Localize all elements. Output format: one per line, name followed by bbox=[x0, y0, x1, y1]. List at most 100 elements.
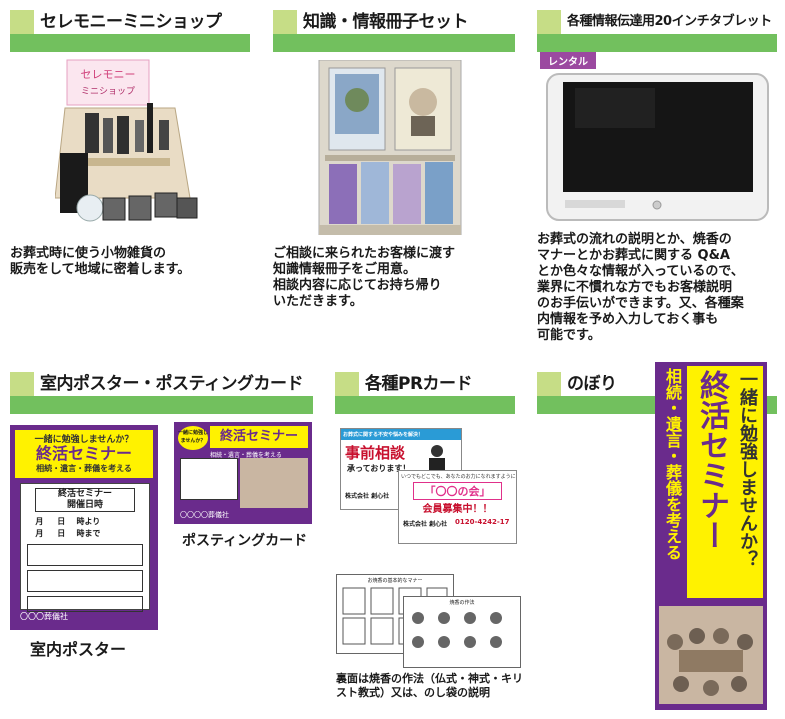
booklet-desc-line: ご相談に来られたお客様に渡す bbox=[273, 246, 456, 261]
tablet-desc-line: 可能です。 bbox=[537, 328, 601, 343]
banner-illustration bbox=[659, 606, 763, 704]
poster-schedule-box: 終活セミナー 開催日時 月 日 時より 月 日 時まで bbox=[20, 483, 150, 612]
card-illustration bbox=[240, 458, 308, 508]
posting-card: 一緒に勉強しませんか？ 終活セミナー 相続・遺言・葬儀を考える 〇〇〇〇葬儀社 bbox=[174, 422, 312, 524]
poster-date-row: 月 日 時より bbox=[27, 516, 143, 528]
section-bar-booklet bbox=[273, 34, 515, 52]
pr-description: 裏面は焼香の作法（仏式・神式・キリ スト教式）又は、のし袋の説明 bbox=[336, 672, 536, 700]
person-icon bbox=[425, 443, 449, 473]
pr-card1-top: お葬式に関する不安や悩みを解決！ bbox=[341, 429, 461, 440]
tablet-photo bbox=[545, 72, 770, 222]
card-org: 〇〇〇〇葬儀社 bbox=[180, 511, 229, 519]
poster-date-row: 月 日 時まで bbox=[27, 528, 143, 540]
poster-tagline: 一緒に勉強しませんか？ bbox=[34, 435, 134, 445]
poster-info-box bbox=[27, 570, 143, 592]
banner-side-text: 相続・遺言・葬儀を考える bbox=[663, 368, 682, 560]
header-square-icon bbox=[273, 10, 297, 34]
booklet-rack-illustration bbox=[315, 60, 465, 235]
banner-headline: 終活セミナー bbox=[694, 370, 729, 550]
card-schedule-box bbox=[180, 458, 238, 500]
card-topics: 相続・遺言・葬儀を考える bbox=[210, 452, 282, 459]
section-header-booklet: 知識・情報冊子セット bbox=[273, 10, 515, 34]
section-title-booklet: 知識・情報冊子セット bbox=[303, 12, 469, 32]
pr-card2-sub: 会員募集中！！ bbox=[422, 504, 493, 515]
pr-desc-line: スト教式）又は、のし袋の説明 bbox=[336, 686, 490, 699]
tablet-desc-line: マナーとかお葬式に関する Q&A bbox=[537, 248, 730, 263]
poster-schedule-label: 終活セミナー 開催日時 bbox=[35, 488, 135, 512]
pr-desc-line: 裏面は焼香の作法（仏式・神式・キリ bbox=[336, 672, 523, 685]
section-title-shop: セレモニーミニショップ bbox=[40, 12, 222, 32]
poster-org: 〇〇〇葬儀社 bbox=[20, 612, 68, 621]
shop-description: お葬式時に使う小物雑貨の 販売をして地域に密着します。 bbox=[10, 246, 250, 278]
section-header-banner: のぼり bbox=[537, 372, 777, 396]
section-bar-poster bbox=[10, 396, 313, 414]
poster-topics: 相続・遺言・葬儀を考える bbox=[36, 464, 132, 473]
tablet-desc-line: のお手伝いができます。又、各種案 bbox=[537, 296, 744, 311]
header-square-icon bbox=[537, 10, 561, 34]
header-square-icon bbox=[10, 372, 34, 396]
booklet-rack-photo bbox=[315, 60, 465, 235]
indoor-poster-caption: 室内ポスター bbox=[30, 640, 127, 659]
header-square-icon bbox=[10, 10, 34, 34]
pr-card-membership: いつでもどこでも、あなたのお力になれますように 「〇〇の会」 会員募集中！！ 株… bbox=[398, 470, 517, 544]
month-label: 月 bbox=[35, 529, 44, 538]
pr-card1-sub: 承っております！ bbox=[347, 464, 411, 473]
poster-info-box bbox=[27, 596, 143, 612]
pr-card2-company: 株式会社 創心社 bbox=[403, 521, 448, 528]
pr-card2-main: 「〇〇の会」 bbox=[413, 482, 502, 500]
rental-badge: レンタル bbox=[540, 52, 596, 69]
posting-card-caption: ポスティングカード bbox=[182, 533, 308, 549]
card-tag-bubble: 一緒に勉強しませんか？ bbox=[178, 426, 208, 450]
section-title-banner: のぼり bbox=[567, 374, 617, 394]
nobori-banner: 相続・遺言・葬儀を考える 一緒に勉強しませんか？ 終活セミナー bbox=[655, 362, 767, 710]
pr-back1-title: お焼香の基本的なマナー bbox=[367, 578, 423, 584]
shop-photo: セレモニー ミニショップ bbox=[55, 58, 205, 233]
tablet-description: お葬式の流れの説明とか、焼香の マナーとかお葬式に関する Q&A とか色々な情報… bbox=[537, 232, 782, 344]
incense-steps-diagram bbox=[412, 612, 502, 648]
section-header-poster: 室内ポスター・ポスティングカード bbox=[10, 372, 313, 396]
shop-sign-line2: ミニショップ bbox=[81, 86, 135, 97]
tablet-illustration bbox=[546, 73, 769, 221]
day-label: 日 bbox=[57, 517, 66, 526]
booklet-desc-line: 相談内容に応じてお持ち帰り bbox=[273, 278, 442, 293]
section-bar-shop bbox=[10, 34, 250, 52]
pr-card-back-2: 焼香の作法 bbox=[403, 596, 521, 668]
banner-tagline: 一緒に勉強しませんか？ bbox=[737, 370, 758, 568]
pr-card1-main: 事前相談 bbox=[345, 444, 406, 462]
tablet-desc-line: お葬式の流れの説明とか、焼香の bbox=[537, 232, 732, 247]
hour-label: 時 bbox=[76, 529, 85, 538]
shop-desc-line: 販売をして地域に密着します。 bbox=[10, 262, 191, 277]
hour-label: 時 bbox=[76, 517, 85, 526]
pr-card2-top: いつでもどこでも、あなたのお力になれますように bbox=[401, 474, 516, 480]
banner-yellow-panel: 一緒に勉強しませんか？ 終活セミナー bbox=[687, 366, 763, 598]
section-header-shop: セレモニーミニショップ bbox=[10, 10, 250, 34]
seminar-people-illustration bbox=[667, 628, 753, 696]
shop-display-illustration: セレモニー ミニショップ bbox=[55, 58, 205, 233]
poster-info-box bbox=[27, 544, 143, 566]
header-square-icon bbox=[335, 372, 359, 396]
pr-card1-company: 株式会社 創心社 bbox=[345, 493, 390, 500]
card-headline: 終活セミナー bbox=[210, 426, 308, 448]
shop-desc-line: お葬式時に使う小物雑貨の bbox=[10, 246, 167, 261]
header-square-icon bbox=[537, 372, 561, 396]
booklet-description: ご相談に来られたお客様に渡す 知識情報冊子をご用意。 相談内容に応じてお持ち帰り… bbox=[273, 246, 518, 310]
until-label: まで bbox=[84, 529, 101, 538]
section-title-pr: 各種PRカード bbox=[365, 374, 473, 394]
tablet-desc-line: 業界に不慣れな方でもお客様説明 bbox=[537, 280, 733, 295]
month-label: 月 bbox=[35, 517, 44, 526]
poster-headline-box: 一緒に勉強しませんか？ 終活セミナー 相続・遺言・葬儀を考える bbox=[15, 430, 153, 478]
schedule-sub-text: 開催日時 bbox=[66, 500, 103, 510]
section-header-tablet: 各種情報伝達用20インチタブレット bbox=[537, 10, 777, 34]
tablet-desc-line: 内情報を予め入力しておく事も bbox=[537, 312, 719, 327]
section-bar-pr bbox=[335, 396, 515, 414]
schedule-label-text: 終活セミナー bbox=[57, 489, 112, 499]
pr-card2-tel: 0120-4242-17 bbox=[455, 518, 510, 526]
booklet-desc-line: 知識情報冊子をご用意。 bbox=[273, 262, 417, 277]
poster-headline: 終活セミナー bbox=[35, 444, 132, 463]
tablet-desc-line: とか色々な情報が入っているので、 bbox=[537, 264, 744, 279]
indoor-poster: 一緒に勉強しませんか？ 終活セミナー 相続・遺言・葬儀を考える 終活セミナー 開… bbox=[10, 425, 158, 630]
from-label: より bbox=[84, 517, 101, 526]
booklet-desc-line: いただきます。 bbox=[273, 294, 363, 309]
section-title-tablet: 各種情報伝達用20インチタブレット bbox=[567, 14, 772, 29]
section-title-poster: 室内ポスター・ポスティングカード bbox=[40, 374, 303, 394]
